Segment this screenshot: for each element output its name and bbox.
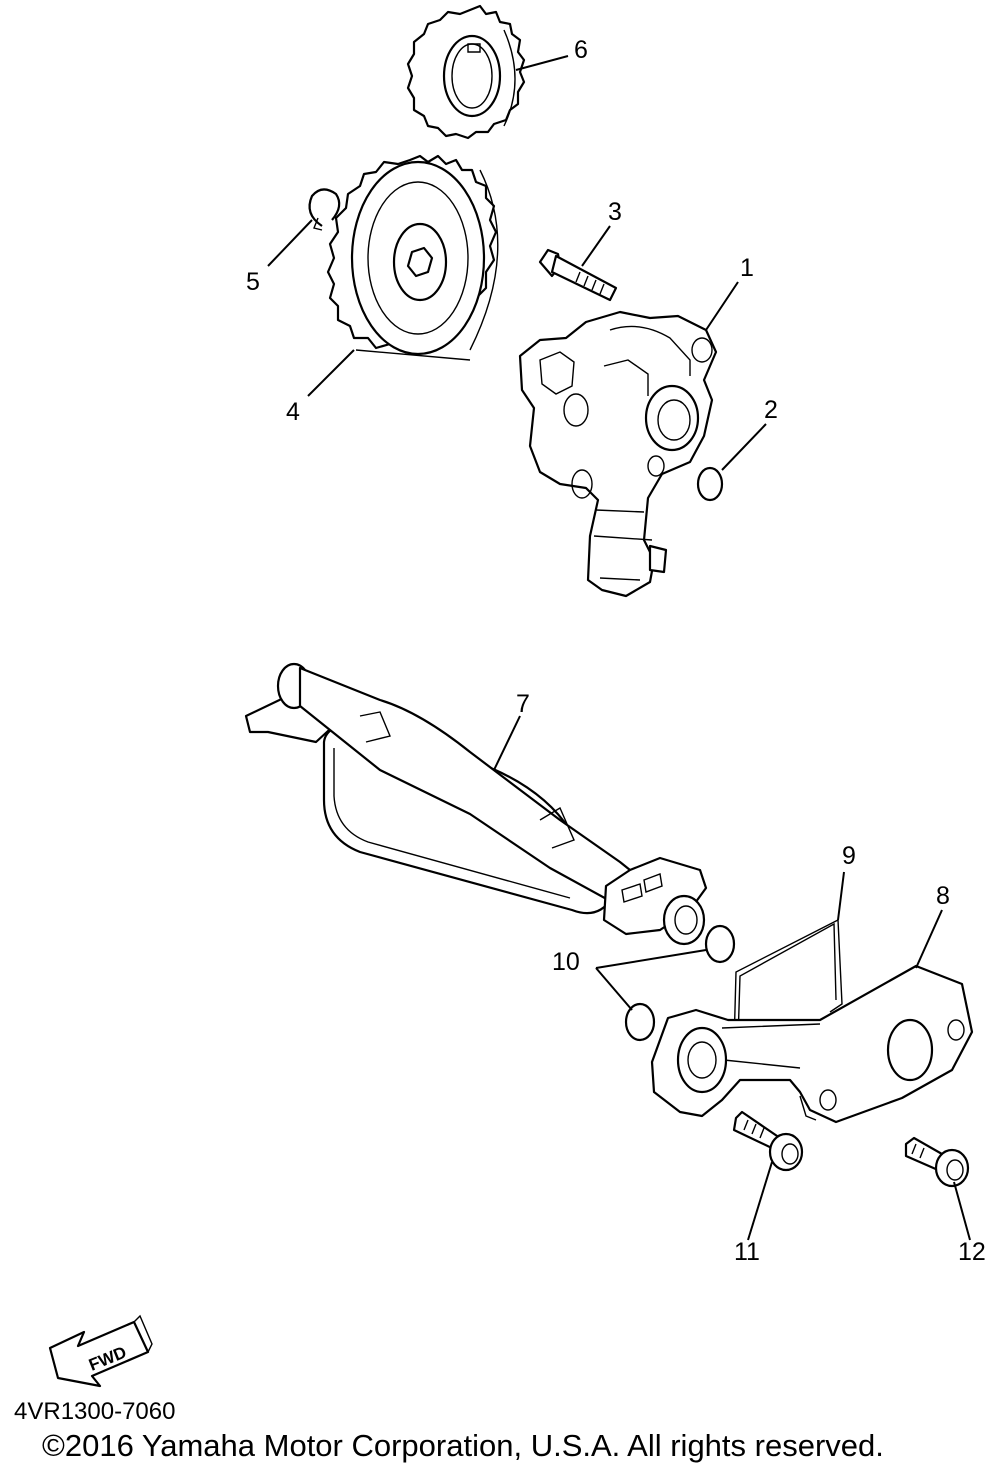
part-4-large-gear[interactable]	[326, 154, 499, 361]
callout-8: 8	[936, 882, 950, 910]
callout-9: 9	[842, 842, 856, 870]
part-12-bolt[interactable]	[904, 1136, 970, 1188]
part-3-bolt[interactable]	[538, 248, 618, 302]
callout-4: 4	[286, 398, 300, 426]
callout-1: 1	[740, 254, 754, 282]
fwd-arrow-icon: FWD	[48, 1314, 153, 1388]
callout-11: 11	[734, 1238, 760, 1266]
callout-10: 10	[552, 948, 580, 976]
part-2-o-ring[interactable]	[696, 466, 724, 502]
callout-3: 3	[608, 198, 622, 226]
callout-6: 6	[574, 36, 588, 64]
callout-leaders	[267, 55, 971, 1241]
part-5-circlip[interactable]	[308, 188, 341, 231]
callout-2: 2	[764, 396, 778, 424]
callout-7: 7	[516, 690, 530, 718]
part-7-strainer-pipe[interactable]	[244, 662, 708, 946]
callout-12: 12	[958, 1238, 986, 1266]
part-6-small-gear[interactable]	[406, 4, 526, 140]
part-11-bolt[interactable]	[732, 1110, 804, 1172]
callout-labels: 6 3 1 5 4 2 7 9 8 10 11 12	[246, 36, 986, 1266]
diagram-code: 4VR1300-7060	[14, 1398, 176, 1425]
part-1-oil-pump[interactable]	[518, 310, 718, 598]
part-10-o-rings[interactable]	[624, 924, 736, 1042]
copyright-notice: ©2016 Yamaha Motor Corporation, U.S.A. A…	[42, 1428, 884, 1463]
callout-5: 5	[246, 268, 260, 296]
part-8-oil-pipe[interactable]	[650, 964, 974, 1124]
